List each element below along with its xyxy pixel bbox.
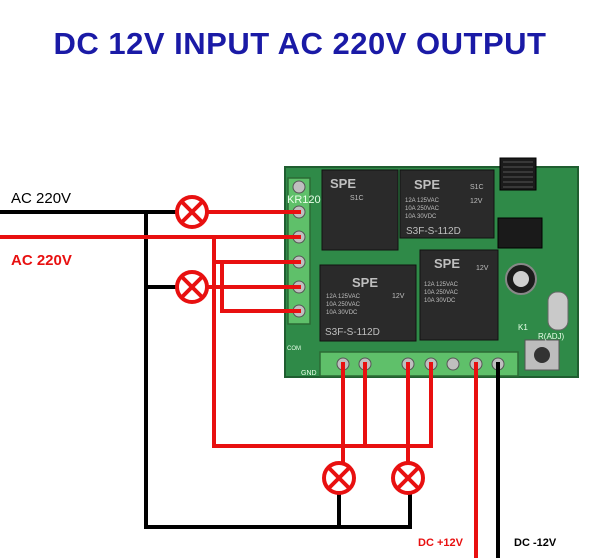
svg-text:12V: 12V [476, 265, 489, 272]
crystal [547, 291, 569, 331]
dc-plus-label: DC +12V [418, 537, 463, 549]
lamp-4 [391, 461, 425, 495]
gnd-label: GND [301, 370, 317, 377]
relay-brand: SPE [330, 176, 356, 191]
lamp-1 [175, 195, 209, 229]
svg-text:12A 125VAC: 12A 125VAC [424, 282, 459, 288]
relay-brand: SPE [414, 177, 440, 192]
lamp-3 [322, 461, 356, 495]
relay-brand: SPE [434, 256, 460, 271]
svg-text:10A 30VDC: 10A 30VDC [326, 310, 358, 316]
dc-minus-label: DC -12V [514, 537, 557, 549]
relay-4 [419, 249, 499, 341]
ac-live-label: AC 220V [11, 190, 72, 207]
relay-model: S3F-S-112D [406, 226, 461, 237]
relay-brand: SPE [352, 275, 378, 290]
terminal-screw [292, 180, 306, 194]
svg-text:10A 30VDC: 10A 30VDC [424, 298, 456, 304]
terminal-screw [446, 357, 460, 371]
lamp-2 [175, 270, 209, 304]
svg-text:12A 125VAC: 12A 125VAC [405, 198, 440, 204]
board-markings: KR120 SPE S1C SPE S1C 12A 125VAC 10A 250… [287, 176, 565, 377]
ac-neutral-label: AC 220V [11, 252, 72, 269]
svg-text:12V: 12V [392, 293, 405, 300]
adj-label: R(ADJ) [538, 332, 565, 341]
k1-label: K1 [518, 323, 528, 332]
svg-text:12A 125VAC: 12A 125VAC [326, 294, 361, 300]
svg-text:S1C: S1C [350, 195, 364, 202]
ic-chip [497, 217, 543, 249]
svg-text:12V: 12V [470, 198, 483, 205]
neutral-wires [0, 210, 500, 558]
live-wires [0, 210, 478, 558]
svg-text:10A 30VDC: 10A 30VDC [405, 214, 437, 220]
board-model: KR120 [287, 194, 321, 206]
relay-1 [321, 169, 399, 251]
bottom-terminal-block [319, 351, 519, 377]
relay-board [284, 157, 579, 378]
svg-text:S1C: S1C [470, 184, 484, 191]
svg-text:10A 250VAC: 10A 250VAC [405, 206, 440, 212]
svg-text:10A 250VAC: 10A 250VAC [326, 302, 361, 308]
relay-3 [319, 264, 417, 342]
antenna-coil [499, 157, 537, 191]
relay-model: S3F-S-112D [325, 327, 380, 338]
svg-text:10A 250VAC: 10A 250VAC [424, 290, 459, 296]
com-label: COM [287, 346, 301, 352]
diagram-title: DC 12V INPUT AC 220V OUTPUT [53, 26, 547, 61]
relay-2 [399, 169, 495, 239]
